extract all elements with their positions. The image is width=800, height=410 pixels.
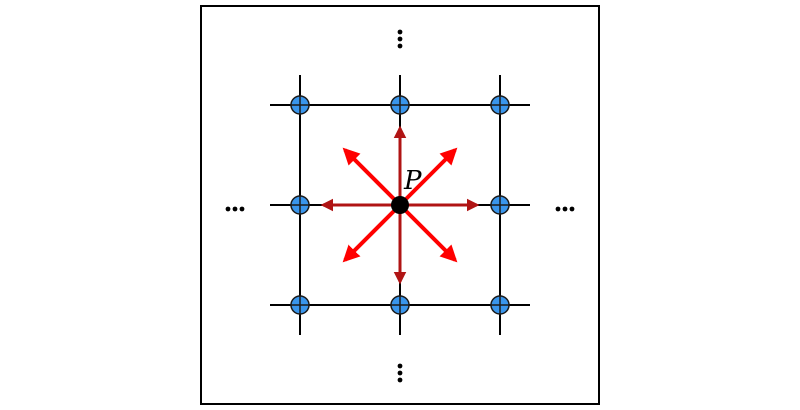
- lattice-node: [490, 295, 510, 315]
- center-label: P: [403, 166, 422, 196]
- arrow-north-east: [398, 147, 458, 207]
- lattice-node: [390, 295, 410, 315]
- arrow-south-east: [398, 203, 458, 263]
- outer-frame: [200, 5, 600, 405]
- lattice-node: [290, 295, 310, 315]
- lattice-node: [490, 95, 510, 115]
- ellipsis-left: [225, 206, 245, 212]
- arrow-north-west: [342, 147, 402, 207]
- ellipsis-right: [555, 206, 575, 212]
- lattice-node: [290, 95, 310, 115]
- direction-arrows: [320, 125, 480, 285]
- continuation-dots: [225, 29, 575, 383]
- ellipsis-bottom: [397, 363, 403, 383]
- grid-lines: [270, 75, 530, 335]
- ellipsis-top: [397, 29, 403, 49]
- lattice-node: [290, 195, 310, 215]
- arrow-south-west: [342, 203, 402, 263]
- lattice-node: [490, 195, 510, 215]
- lattice-nodes: [290, 95, 510, 315]
- lattice-node: [390, 95, 410, 115]
- center-node-p: [391, 196, 409, 214]
